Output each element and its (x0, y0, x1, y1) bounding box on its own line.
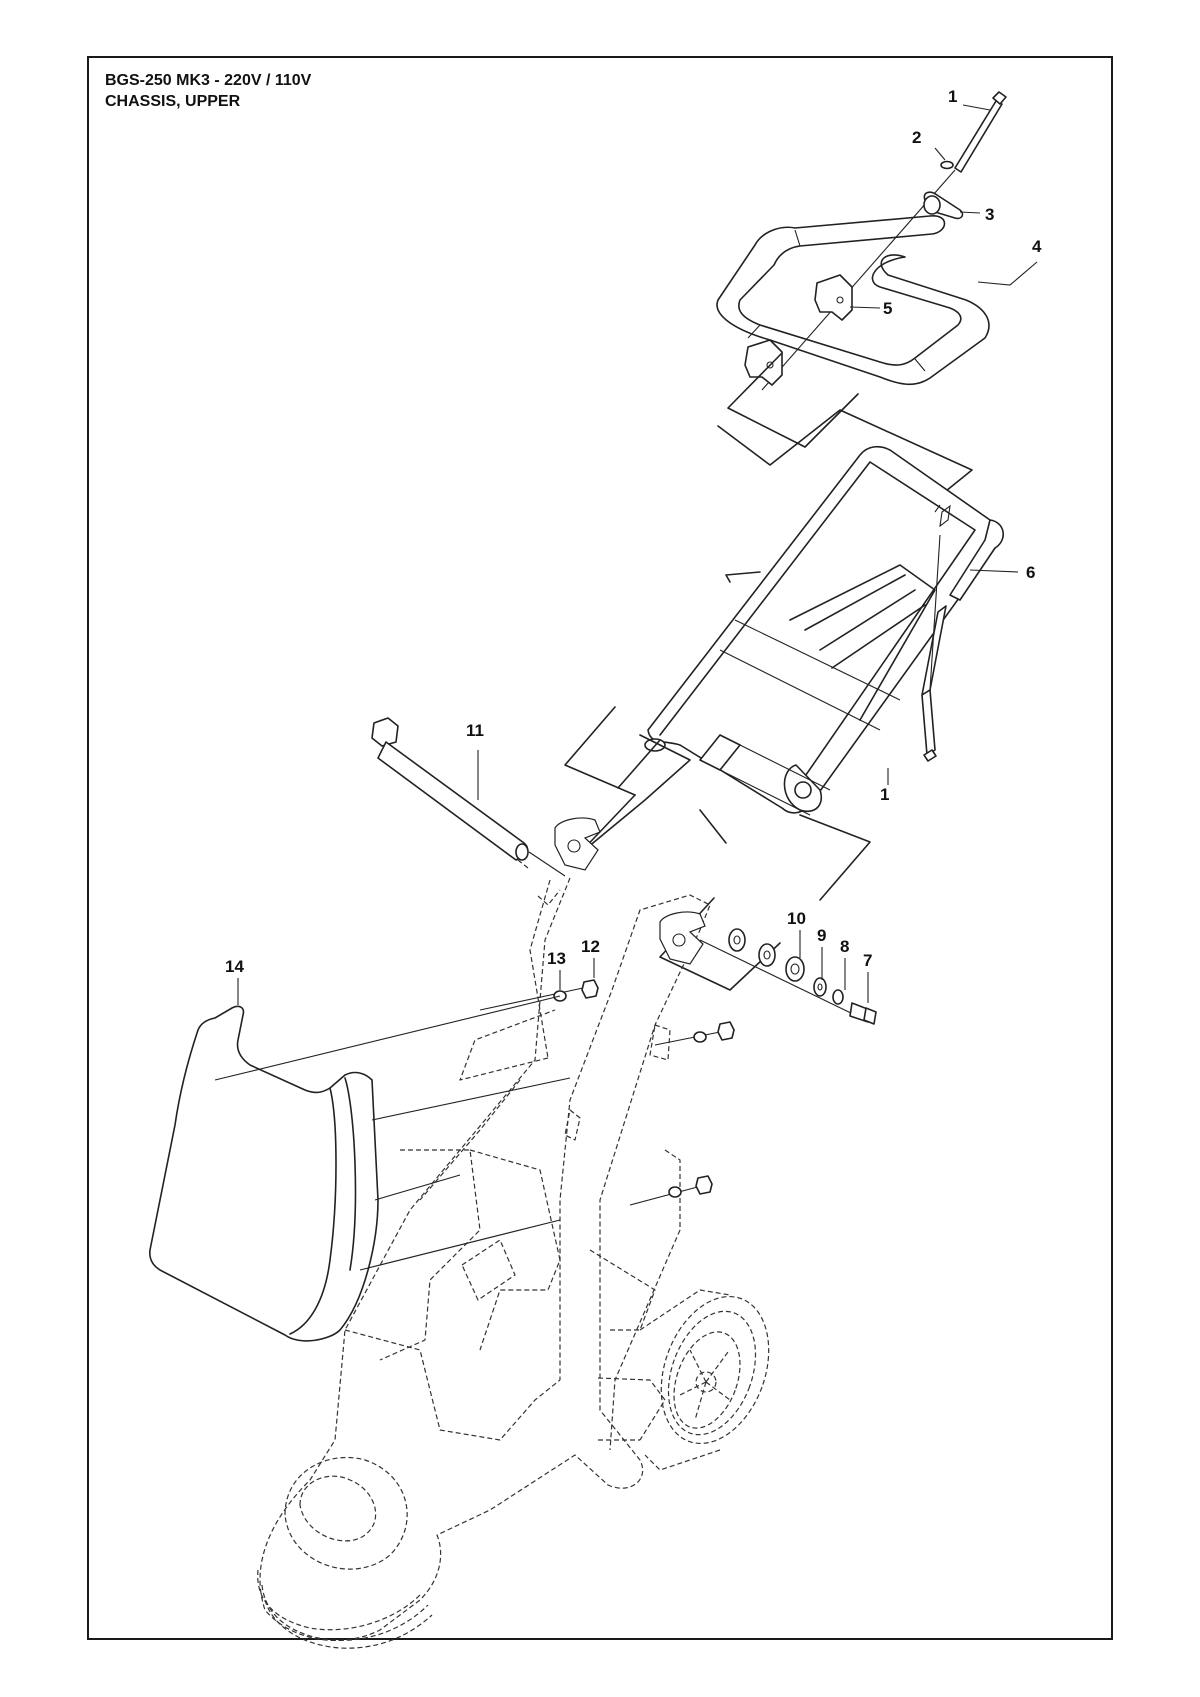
handle-bolt (761, 91, 1007, 391)
bolt-washer-pair-right-1 (654, 1021, 735, 1046)
assembly-plane-2 (717, 409, 973, 521)
lower-chassis-dashed (257, 817, 770, 1649)
clamp-lever-3 (923, 191, 964, 220)
drawing-frame (87, 56, 1113, 1640)
callout-labels: 1 2 3 4 5 6 1 11 10 9 8 7 13 12 14 (225, 87, 1042, 976)
callout-6: 6 (1026, 563, 1035, 582)
callout-8: 8 (840, 937, 849, 956)
washer-2 (940, 160, 954, 170)
section-title: CHASSIS, UPPER (105, 93, 241, 110)
callout-leaders (237, 104, 1038, 1005)
upper-frame-6 (644, 445, 1004, 816)
callout-1-top: 1 (948, 87, 957, 106)
callout-13: 13 (547, 949, 566, 968)
clamp-block-5 (744, 274, 853, 386)
handle-bar (716, 215, 990, 386)
diagram-title: BGS-250 MK3 - 220V / 110V CHASSIS, UPPER (105, 70, 311, 112)
assembly-plane-4 (575, 734, 727, 858)
callout-2: 2 (912, 128, 921, 147)
model-title: BGS-250 MK3 - 220V / 110V (105, 72, 312, 89)
callout-1-lower: 1 (880, 785, 889, 804)
callout-12: 12 (581, 937, 600, 956)
assembly-plane-1 (727, 352, 859, 448)
callout-5: 5 (883, 299, 892, 318)
callout-14: 14 (225, 957, 244, 976)
callout-9: 9 (817, 926, 826, 945)
callout-4: 4 (1032, 237, 1042, 256)
callout-10: 10 (787, 909, 806, 928)
bolt-washer-pair-right-2 (629, 1175, 713, 1206)
assembly-plane-3 (564, 706, 661, 796)
callout-3: 3 (985, 205, 994, 224)
washer-stack (699, 928, 877, 1025)
axle-bolt-11 (371, 717, 566, 877)
callout-7: 7 (863, 951, 872, 970)
callout-11: 11 (466, 721, 484, 740)
cover-panel-14 (149, 995, 571, 1342)
